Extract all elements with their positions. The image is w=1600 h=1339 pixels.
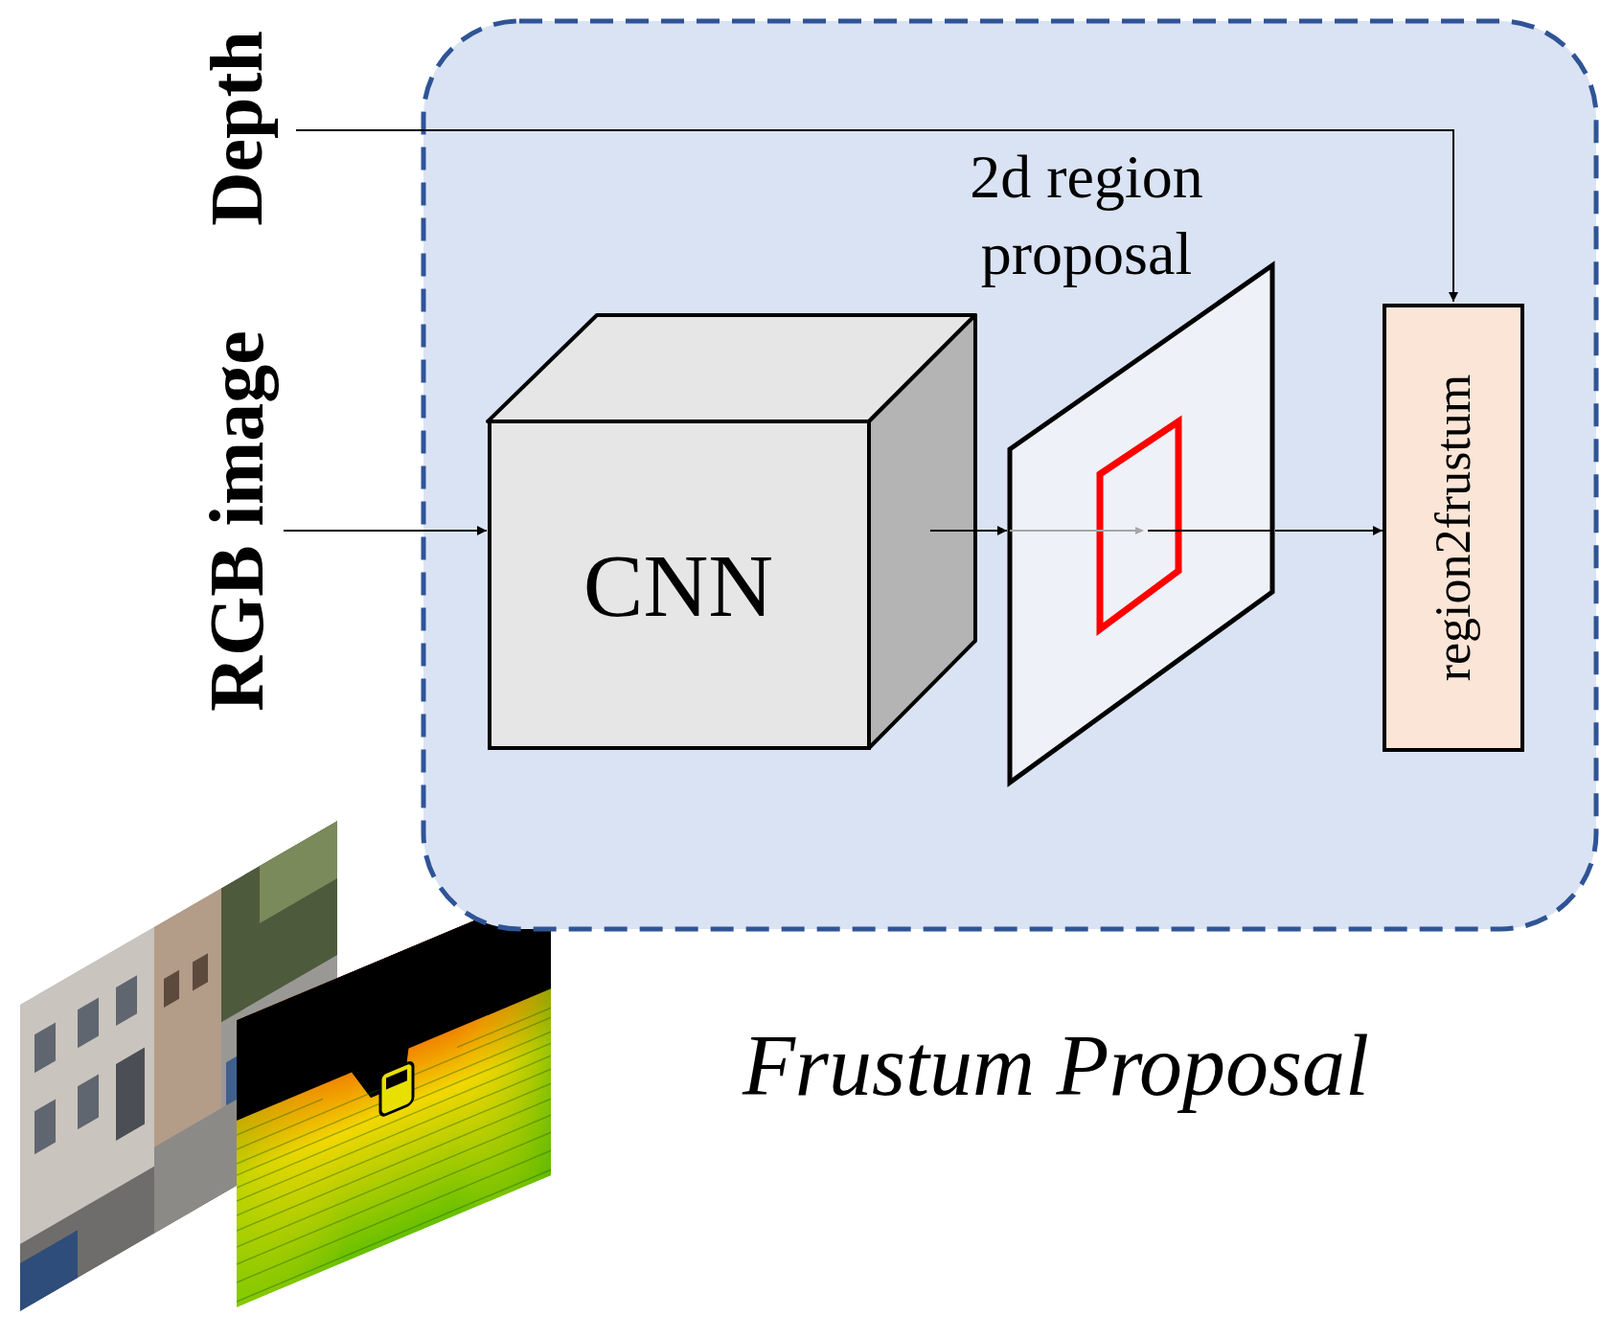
process-box: region2frustum — [1382, 303, 1525, 753]
dashed-region — [423, 21, 1597, 930]
cnn-cube: CNN — [487, 313, 978, 751]
flow-line — [930, 529, 978, 532]
cube-label: CNN — [583, 532, 774, 639]
region-group: Frustum ProposalCNN2d region proposalreg… — [423, 21, 1597, 930]
box-label: region2frustum — [1424, 374, 1483, 683]
cube-outline — [487, 313, 978, 751]
flow-line — [1009, 529, 1140, 532]
depth-arrow — [296, 130, 1454, 302]
group-caption: Frustum Proposal — [742, 1018, 1370, 1115]
flow-line — [1147, 529, 1273, 532]
input-label: Depth — [193, 30, 280, 227]
flow-head — [1135, 526, 1144, 535]
plane-shape — [1009, 265, 1273, 783]
region-box — [1099, 421, 1179, 630]
lidar-depth-image — [236, 888, 551, 1308]
rgb-arrow — [283, 529, 487, 532]
plane-caption: 2d region proposal — [933, 138, 1240, 293]
flow-arrow — [1275, 529, 1383, 532]
cube-front — [489, 421, 869, 749]
proposal-plane: 2d region proposal — [1006, 138, 1276, 786]
flow-arrow — [977, 529, 1007, 532]
input-label: RGB image — [193, 330, 280, 712]
